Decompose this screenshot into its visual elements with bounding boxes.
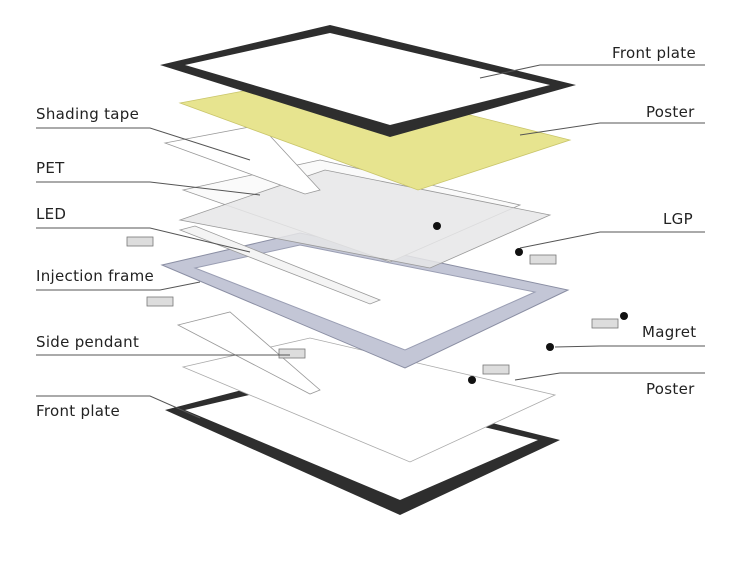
label-shading-tape: Shading tape: [36, 105, 140, 123]
label-poster-bottom: Poster: [646, 380, 695, 398]
side-pendant-strip: [176, 311, 321, 395]
label-pet: PET: [36, 159, 65, 177]
led-strip: [178, 225, 382, 305]
label-led: LED: [36, 205, 67, 223]
side-pendant-icons: [126, 236, 619, 375]
front-plate-top-part: [160, 25, 576, 137]
shading-tape-part: [163, 124, 321, 195]
label-injection-frame: Injection frame: [36, 267, 155, 285]
label-lgp: LGP: [663, 210, 693, 228]
leader-lines: [36, 64, 705, 419]
magnet-icons: [433, 222, 628, 384]
label-front-plate-top: Front plate: [612, 44, 696, 62]
label-poster-top: Poster: [646, 103, 695, 121]
label-magret: Magret: [642, 323, 697, 341]
label-front-plate-bottom: Front plate: [36, 402, 120, 420]
lgp-part: [178, 169, 552, 269]
label-side-pendant: Side pendant: [36, 333, 140, 351]
